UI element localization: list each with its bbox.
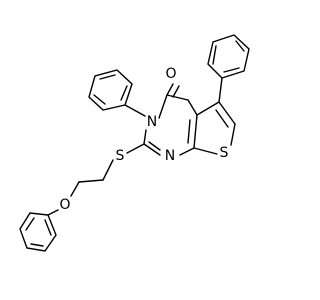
phenyl-c5-db2 [235,40,245,52]
chemical-structure: O N N S S O [19,34,250,252]
atom-ether-oxygen: O [59,197,70,213]
phenyl-c5-hexagon [207,34,250,79]
bond-c4-o-double [172,85,180,98]
bond-ch2-o [70,181,80,197]
phenyl-c5-db1 [212,45,217,65]
bond-c4a-c5 [196,101,220,116]
bond-n1-c2 [143,143,161,156]
thioether-chain [70,143,145,197]
bond-c2-s [126,143,145,154]
phenyl-n3-db1 [93,94,106,105]
structure-drawing: O N N S S O [19,34,250,252]
bond-c4a-c7a [193,114,198,149]
bond-ch2-ch2 [78,179,104,183]
phenoxy-db1 [25,217,35,231]
bond-n3-c4 [158,94,168,119]
bond-n3-ph [124,104,146,117]
bond-c5-c6-inner [215,109,229,128]
carbonyl-group [166,83,180,98]
bond-c4-o [166,83,174,96]
bond-c2-n3 [143,129,147,145]
bond-n1-c2-inner [148,141,161,151]
bond-c4-c4a [187,99,198,116]
atom-carbonyl-oxygen: O [165,66,176,82]
bond-c4a-c7a-inner [187,119,191,144]
bond-c7a-n1 [179,147,195,156]
phenyl-ring-c5 [207,34,250,103]
atom-thioether-sulfur: S [116,148,125,164]
bond-c6-s7 [230,123,236,146]
bond-c5-c6 [218,101,236,125]
phenoxy-hexagon [19,212,57,252]
bond-s-ch2 [102,159,114,181]
pyrimidinone-ring [143,94,198,156]
phenyl-n3-db3 [120,85,128,101]
phenyl-ring-n3 [88,69,146,117]
phenoxy-db2 [30,243,44,247]
phenoxy-ring [19,209,59,252]
thiophene-ring [193,101,236,155]
bond-o-ph [47,209,59,216]
phenyl-c5-db3 [223,67,240,73]
atom-n3: N [147,114,157,130]
bond-c4-c4a-link [166,94,189,101]
atom-thiophene-sulfur: S [220,145,229,161]
phenoxy-db3 [44,219,52,236]
bond-s7-c7a [193,147,218,155]
phenyl-n3-db2 [99,74,116,80]
phenyl-n3-hexagon [88,69,133,111]
atom-n1: N [165,148,175,164]
bond-c5-ph [218,77,223,103]
